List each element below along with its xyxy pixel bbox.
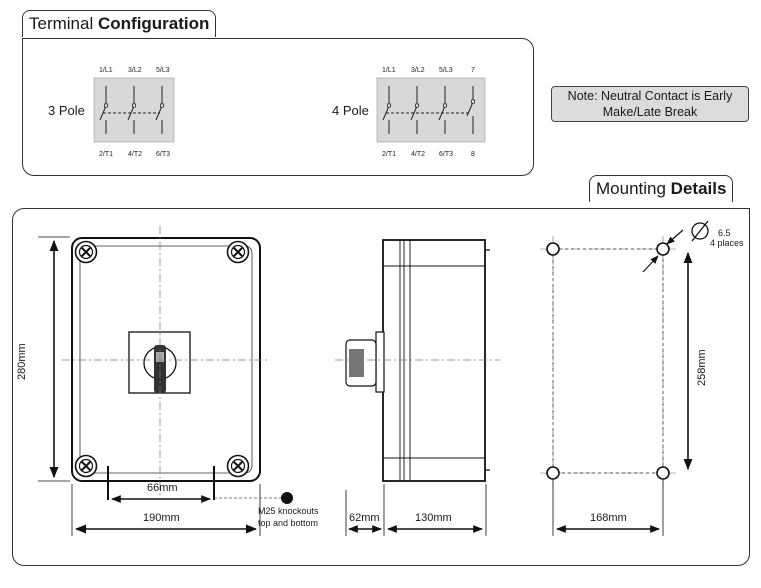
neutral-contact-note: Note: Neutral Contact is Early Make/Late… xyxy=(551,86,749,122)
terminal-configuration-tab: Terminal Configuration xyxy=(22,10,217,37)
knockout-note-line-2: top and bottom xyxy=(258,518,319,528)
pole-4-bottom-terminal: 4/T2 xyxy=(411,151,425,158)
pole-3-top-terminal: 5/L3 xyxy=(156,67,170,74)
note-line-2: Make/Late Break xyxy=(602,105,698,119)
dim-width-label: 190mm xyxy=(143,512,180,524)
pole-3-top-terminal: 1/L1 xyxy=(99,67,113,74)
pole-4-top-terminal: 3/L2 xyxy=(411,67,425,74)
pole-3-schematic: 1/L1 3/L2 5/L3 2/T1 4/T2 6/T3 xyxy=(93,67,175,158)
mounting-hole-icon xyxy=(656,466,670,480)
dim-depth-handle-label: 62mm xyxy=(349,512,380,524)
note-line-1: Note: Neutral Contact is Early xyxy=(567,89,733,103)
knockout-note-line-1: M25 knockouts xyxy=(258,506,319,516)
dim-hole-spacing-v-label: 258mm xyxy=(696,349,708,386)
side-view xyxy=(335,239,500,482)
hole-diameter-label: 6.5 xyxy=(718,228,731,238)
corner-screw-icon xyxy=(226,454,250,478)
pole-4-top-terminal: 5/L3 xyxy=(439,67,453,74)
pole-4-bottom-terminal: 8 xyxy=(471,151,475,158)
dim-depth-box-label: 130mm xyxy=(415,512,452,524)
pole-4-top-terminal: 7 xyxy=(471,67,475,74)
pole-3-bottom-terminal: 4/T2 xyxy=(128,151,142,158)
terminal-title-regular: Terminal xyxy=(29,14,94,33)
pole-4-bottom-terminal: 6/T3 xyxy=(439,151,453,158)
pole-3-bottom-terminal: 6/T3 xyxy=(156,151,170,158)
dim-hole-spacing-h-label: 168mm xyxy=(590,512,627,524)
front-view xyxy=(62,226,270,500)
pole-3-label: 3 Pole xyxy=(48,103,85,118)
pole-4-label: 4 Pole xyxy=(332,103,369,118)
pole-4-top-terminal: 1/L1 xyxy=(382,67,396,74)
mounting-title-regular: Mounting xyxy=(596,179,666,198)
pole-3-bottom-terminal: 2/T1 xyxy=(99,151,113,158)
dim-height-label: 280mm xyxy=(16,343,28,380)
corner-screw-icon xyxy=(74,454,98,478)
pole-3-top-terminal: 3/L2 xyxy=(128,67,142,74)
hole-count-label: 4 places xyxy=(710,238,744,248)
mounting-hole-icon xyxy=(656,242,670,256)
diameter-symbol-icon xyxy=(691,220,709,242)
mounting-title-bold: Details xyxy=(670,179,727,198)
mounting-details-tab: Mounting Details xyxy=(589,175,734,202)
pole-4-bottom-terminal: 2/T1 xyxy=(382,151,396,158)
corner-screw-icon xyxy=(226,240,250,264)
pole-4-schematic: 1/L1 3/L2 5/L3 7 2/T1 4/T2 6/T3 8 xyxy=(376,67,486,158)
rotary-switch-handle-icon xyxy=(128,331,191,394)
dim-knockout-spacing-label: 66mm xyxy=(147,482,178,494)
mounting-holes-view xyxy=(540,236,676,488)
terminal-title-bold: Configuration xyxy=(97,14,210,33)
mounting-hole-icon xyxy=(546,466,560,480)
knockout-callout-dot-icon xyxy=(281,492,293,504)
mounting-hole-icon xyxy=(546,242,560,256)
corner-screw-icon xyxy=(74,240,98,264)
